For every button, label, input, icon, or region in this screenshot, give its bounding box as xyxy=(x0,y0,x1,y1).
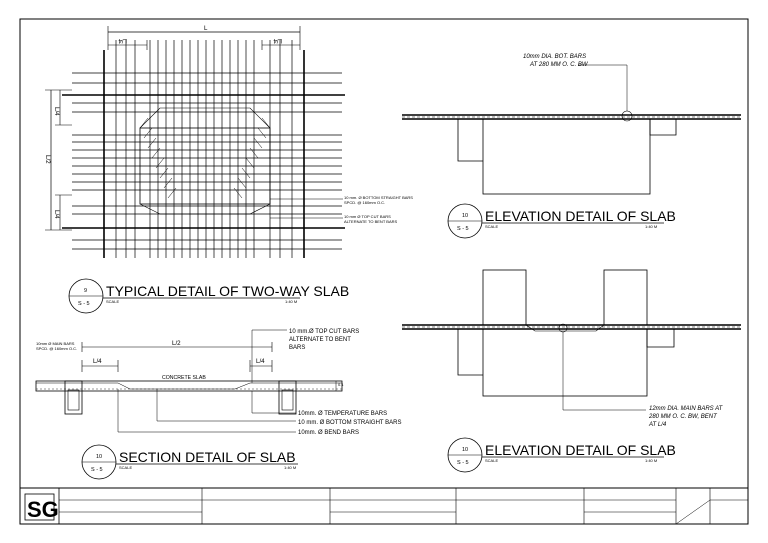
section-left-note-2: SPCD. @ 160mm O.C. xyxy=(36,346,77,351)
elev-bottom-note-3: AT L/4 xyxy=(648,422,667,428)
section-note-bend: 10mm. Ø BEND BARS xyxy=(298,430,359,436)
elev-bottom-number: 10 xyxy=(462,447,468,453)
section-dim-left: L/4 xyxy=(93,358,102,365)
elev-bottom-note-1: 12mm DIA. MAIN BARS AT xyxy=(649,406,724,412)
title-section: 10 S - 5 SECTION DETAIL OF SLAB SCALE 1:… xyxy=(81,444,298,480)
dim-side-mid: L/2 xyxy=(44,155,51,164)
sheet-ref: S - 5 xyxy=(78,301,90,307)
title-elevation-top: 10 S - 5 ELEVATION DETAIL OF SLAB SCALE … xyxy=(447,203,676,239)
section-sheet: S - 5 xyxy=(91,467,103,473)
hatch-line xyxy=(253,137,263,149)
elev-top-note-1: 10mm DIA. BOT. BARS xyxy=(523,54,586,60)
hatch-line xyxy=(261,117,271,129)
hatch-line xyxy=(143,127,153,139)
elev-bottom-note-2: 280 MM O. C. BW, BENT xyxy=(648,414,718,420)
section-top-note-1: 10 mm.Ø TOP CUT BARS xyxy=(289,329,359,335)
section-top-note-3: BARS xyxy=(289,345,305,351)
note-top-bars-2: ALTERNATE TO BENT BARS xyxy=(344,219,398,224)
note-top-bars-1: 10 mm Ø TOP CUT BARS xyxy=(344,214,391,219)
detail-number: 9 xyxy=(84,288,87,294)
dim-top-right: L/4 xyxy=(273,37,282,44)
title-elevation-bottom: 10 S - 5 ELEVATION DETAIL OF SLAB SCALE … xyxy=(447,437,676,473)
logo: SG xyxy=(24,493,59,522)
hatch-line xyxy=(155,157,165,169)
section-title: SECTION DETAIL OF SLAB xyxy=(119,449,296,465)
title-two-way-text: TYPICAL DETAIL OF TWO-WAY SLAB xyxy=(106,283,349,299)
elev-top-scale-value: 1:40 M xyxy=(645,224,657,229)
scale-label: SCALE xyxy=(106,299,119,304)
elev-top-scale-label: SCALE xyxy=(485,224,498,229)
hatch-line xyxy=(151,147,161,159)
section-top-note-2: ALTERNATE TO BENT xyxy=(289,337,351,343)
elev-bottom-sheet: S - 5 xyxy=(457,460,469,466)
hatch-line xyxy=(249,147,259,159)
section-number: 10 xyxy=(96,454,102,460)
hatch-line xyxy=(241,167,251,179)
hatch-line xyxy=(159,167,169,179)
elev-bottom-title: ELEVATION DETAIL OF SLAB xyxy=(485,442,676,458)
elev-top-sheet: S - 5 xyxy=(457,226,469,232)
section-dim-right: L/4 xyxy=(256,358,265,365)
section-slab-label: CONCRETE SLAB xyxy=(162,375,206,381)
elev-top-note-2: AT 280 MM O. C. BW xyxy=(529,62,589,68)
note-bottom-bars-1: 10 mm. Ø BOTTOM STRAIGHT BARS xyxy=(344,195,413,200)
section-note-bottom: 10 mm. Ø BOTTOM STRAIGHT BARS xyxy=(298,420,401,426)
section-dim-mid: L/2 xyxy=(172,340,181,347)
elev-top-title: ELEVATION DETAIL OF SLAB xyxy=(485,208,676,224)
section-detail xyxy=(35,329,343,433)
section-note-temp: 10mm. Ø TEMPERATURE BARS xyxy=(298,411,387,417)
section-scale-value: 1:40 M xyxy=(284,465,296,470)
dim-side-top: L/4 xyxy=(53,107,60,116)
title-two-way: 9 S - 5 TYPICAL DETAIL OF TWO-WAY SLAB S… xyxy=(68,278,349,314)
hatch-line xyxy=(245,157,255,169)
elevation-top-drawing xyxy=(402,64,741,195)
hatch-line xyxy=(167,187,177,199)
hatch-line xyxy=(257,127,267,139)
note-bottom-bars-2: SPCD. @ 160mm O.C. xyxy=(344,200,385,205)
sheet-border xyxy=(19,18,749,525)
section-thickness: 0.1 xyxy=(338,382,344,387)
hatch-line xyxy=(139,117,149,129)
section-scale-label: SCALE xyxy=(119,465,132,470)
dim-top-left: L/4 xyxy=(118,37,127,44)
elev-bottom-scale-value: 1:40 M xyxy=(645,458,657,463)
section-left-note-1: 10mm Ø MAIN BARS xyxy=(36,341,75,346)
hatch-line xyxy=(237,177,247,189)
logo-text: SG xyxy=(27,497,59,522)
title-block xyxy=(20,487,748,525)
elev-top-number: 10 xyxy=(462,213,468,219)
dim-side-bottom: L/4 xyxy=(53,210,60,219)
dim-top-mid: L xyxy=(204,25,208,32)
elev-bottom-scale-label: SCALE xyxy=(485,458,498,463)
scale-value: 1:40 M xyxy=(285,299,297,304)
elevation-bottom-drawing xyxy=(402,269,741,411)
hatch-line xyxy=(147,137,157,149)
two-way-slab-plan xyxy=(45,26,345,258)
hatch-line xyxy=(163,177,173,189)
hatch-line xyxy=(233,187,243,199)
